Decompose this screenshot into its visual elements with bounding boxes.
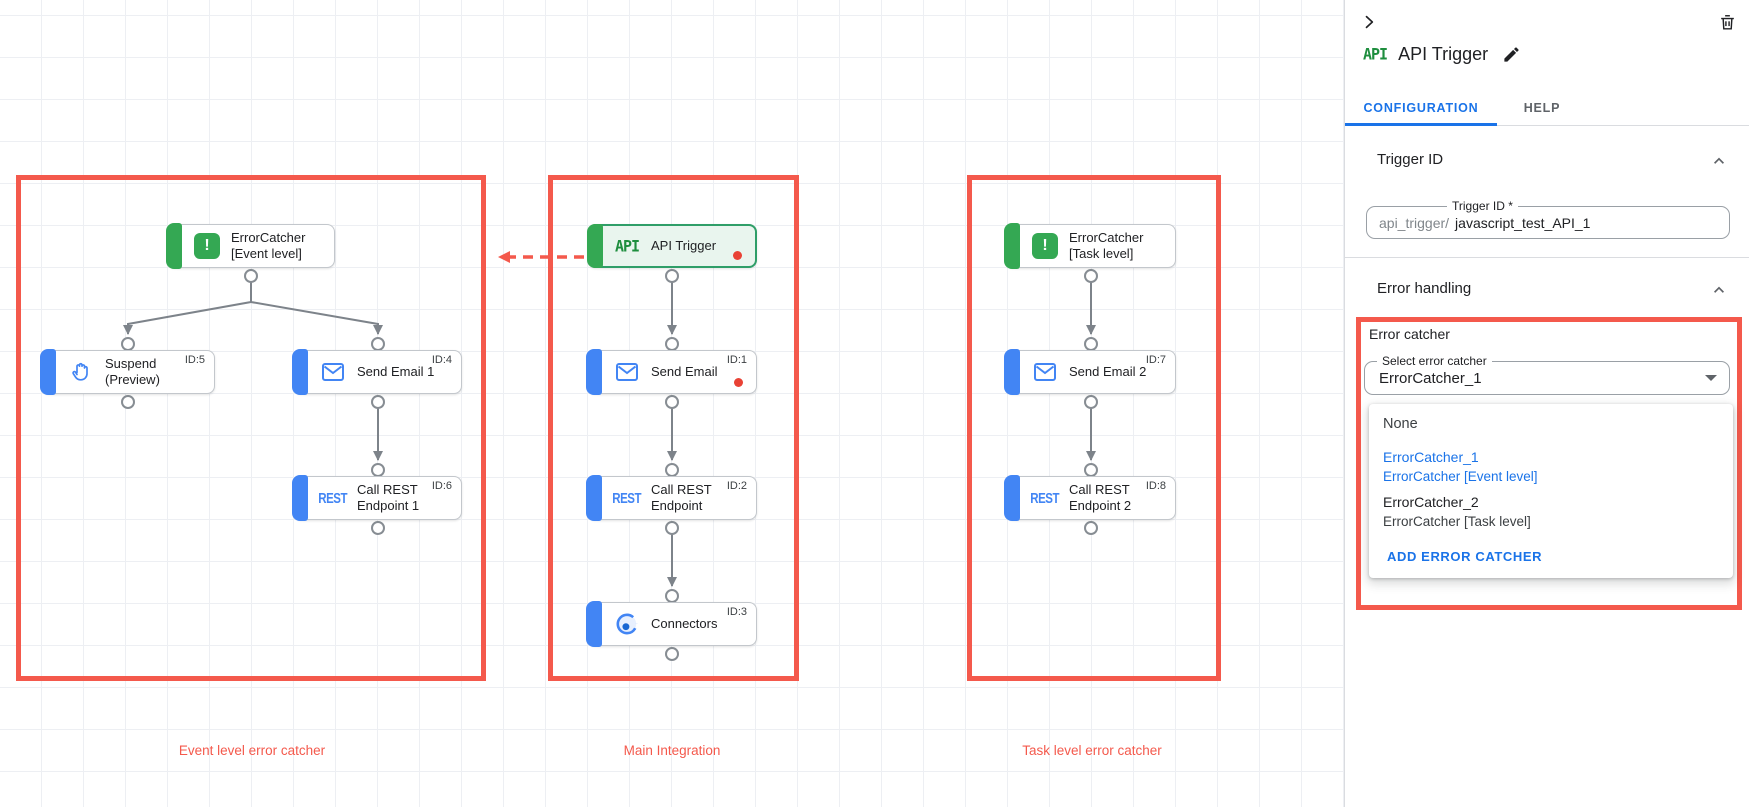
node-accent-bar — [586, 349, 602, 395]
node-label: Call REST Endpoint 2 — [1069, 482, 1132, 513]
rest-icon: REST — [318, 489, 348, 507]
group-caption-main-integration: Main Integration — [623, 743, 721, 758]
main-integration-group-box — [548, 175, 799, 681]
node-api-trigger[interactable]: API API Trigger — [587, 224, 757, 268]
tab-help[interactable]: HELP — [1523, 100, 1561, 115]
node-accent-bar — [586, 601, 602, 647]
node-accent-bar — [292, 475, 308, 521]
collapse-section-trigger-id-icon[interactable] — [1709, 151, 1729, 171]
select-error-catcher-dropdown[interactable]: Select error catcher ErrorCatcher_1 — [1364, 354, 1730, 395]
integration-canvas[interactable]: ! ErrorCatcher [Event level] Suspend (Pr… — [0, 0, 1344, 807]
trigger-id-field[interactable]: Trigger ID * api_trigger/ javascript_tes… — [1366, 199, 1730, 239]
node-label: Call REST Endpoint — [651, 482, 712, 513]
node-accent-bar — [1004, 223, 1020, 269]
tab-configuration[interactable]: CONFIGURATION — [1363, 100, 1479, 115]
dropdown-arrow-icon — [1705, 375, 1717, 381]
node-errorcatcher-event-level[interactable]: ! ErrorCatcher [Event level] — [166, 223, 335, 269]
panel-tabs: CONFIGURATION HELP — [1345, 90, 1749, 126]
node-label: Send Email 1 — [357, 364, 435, 379]
error-catcher-highlight-box — [1356, 317, 1742, 610]
collapse-panel-button[interactable] — [1357, 10, 1381, 34]
node-label: Call REST Endpoint 1 — [357, 482, 420, 513]
node-call-rest-endpoint-1[interactable]: REST Call REST Endpoint 1 ID:6 — [292, 475, 462, 521]
node-send-email-2[interactable]: Send Email 2 ID:7 — [1004, 349, 1176, 395]
node-id: ID:3 — [726, 606, 747, 618]
trigger-id-prefix: api_trigger/ — [1379, 214, 1450, 231]
rest-icon: REST — [612, 489, 642, 507]
connectors-icon — [611, 611, 643, 637]
selected-error-catcher-value: ErrorCatcher_1 — [1379, 369, 1482, 387]
envelope-icon — [1029, 361, 1061, 383]
error-catcher-icon: ! — [1029, 233, 1061, 259]
node-id: ID:2 — [726, 480, 747, 492]
node-label: Send Email — [651, 364, 718, 379]
section-header-error-handling: Error handling — [1377, 280, 1472, 297]
node-accent-bar — [1004, 475, 1020, 521]
section-header-trigger-id: Trigger ID — [1377, 151, 1444, 168]
node-label: ErrorCatcher [Event level] — [231, 230, 306, 261]
trigger-id-field-label: Trigger ID * — [1447, 199, 1518, 214]
menu-option-errorcatcher-2[interactable]: ErrorCatcher_2 — [1383, 494, 1479, 510]
active-tab-indicator — [1345, 123, 1497, 126]
collapse-section-error-handling-icon[interactable] — [1709, 280, 1729, 300]
node-accent-bar — [40, 349, 56, 395]
error-catcher-label: Error catcher — [1369, 326, 1450, 342]
menu-option-errorcatcher-1[interactable]: ErrorCatcher_1 — [1383, 449, 1479, 465]
node-label: API Trigger — [651, 238, 717, 253]
node-accent-bar — [586, 475, 602, 521]
envelope-icon — [611, 361, 643, 383]
edited-status-dot — [734, 378, 743, 387]
group-caption-task-level: Task level error catcher — [1022, 743, 1162, 758]
rest-icon: REST — [1030, 489, 1060, 507]
node-send-email[interactable]: Send Email ID:1 — [586, 349, 757, 395]
event-level-group-box — [16, 175, 486, 681]
add-error-catcher-button[interactable]: ADD ERROR CATCHER — [1387, 549, 1543, 564]
menu-option-none[interactable]: None — [1383, 416, 1418, 432]
node-connectors[interactable]: Connectors ID:3 — [586, 601, 757, 647]
error-catcher-menu: None ErrorCatcher_1 ErrorCatcher [Event … — [1369, 404, 1733, 578]
task-level-group-box — [967, 175, 1221, 681]
node-label: Connectors — [651, 616, 718, 631]
hand-icon — [65, 360, 97, 384]
node-id: ID:1 — [726, 354, 747, 366]
node-accent-bar — [292, 349, 308, 395]
node-call-rest-endpoint-2[interactable]: REST Call REST Endpoint 2 ID:8 — [1004, 475, 1176, 521]
node-call-rest-endpoint[interactable]: REST Call REST Endpoint ID:2 — [586, 475, 757, 521]
node-id: ID:7 — [1145, 354, 1166, 366]
node-id: ID:5 — [184, 354, 205, 366]
node-label: Suspend (Preview) — [105, 356, 160, 387]
node-accent-bar — [587, 224, 603, 268]
node-errorcatcher-task-level[interactable]: ! ErrorCatcher [Task level] — [1004, 223, 1176, 269]
delete-trigger-button[interactable] — [1715, 10, 1739, 34]
api-trigger-icon: API — [614, 236, 640, 256]
config-side-panel: API API Trigger CONFIGURATION HELP Trigg… — [1344, 0, 1749, 807]
menu-option-errorcatcher-2-desc[interactable]: ErrorCatcher [Task level] — [1383, 514, 1531, 529]
error-catcher-icon: ! — [191, 233, 223, 259]
select-error-catcher-label: Select error catcher — [1377, 354, 1492, 369]
node-id: ID:4 — [431, 354, 452, 366]
node-suspend[interactable]: Suspend (Preview) ID:5 — [40, 349, 215, 395]
panel-title: API Trigger — [1398, 43, 1489, 64]
edited-status-dot — [733, 251, 742, 260]
trigger-id-value[interactable]: javascript_test_API_1 — [1455, 214, 1591, 231]
edit-title-button[interactable] — [1499, 42, 1523, 66]
envelope-icon — [317, 361, 349, 383]
api-trigger-logo: API — [1363, 44, 1388, 64]
node-label: Send Email 2 — [1069, 364, 1147, 379]
node-id: ID:8 — [1145, 480, 1166, 492]
node-label: ErrorCatcher [Task level] — [1069, 230, 1144, 261]
node-accent-bar — [1004, 349, 1020, 395]
section-divider — [1345, 257, 1749, 258]
menu-option-errorcatcher-1-desc[interactable]: ErrorCatcher [Event level] — [1383, 469, 1538, 484]
node-id: ID:6 — [431, 480, 452, 492]
node-accent-bar — [166, 223, 182, 269]
node-send-email-1[interactable]: Send Email 1 ID:4 — [292, 349, 462, 395]
group-caption-event-level: Event level error catcher — [178, 743, 326, 758]
